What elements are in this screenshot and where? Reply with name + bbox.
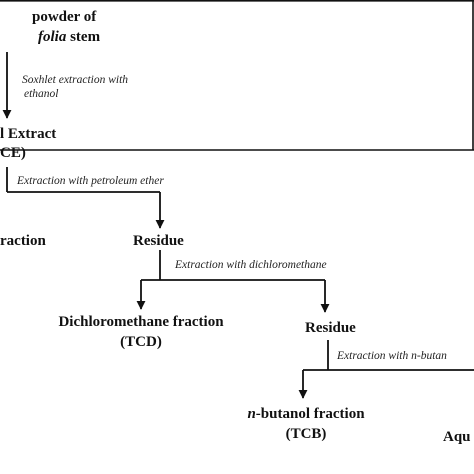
butanol-step-prefix: Extraction with (337, 350, 412, 362)
butanol-fraction-rest: -butanol fraction (255, 406, 365, 422)
soxhlet-line1: Soxhlet extraction with (22, 74, 129, 86)
butanol-step-n: n (411, 350, 417, 362)
dichloromethane-step-label: Extraction with dichloromethane (175, 259, 327, 271)
dcm-fraction-line2: (TCD) (120, 334, 162, 350)
powder-line2: folia stem (38, 27, 100, 47)
extract-line1: l Extract (0, 126, 57, 142)
butanol-step-label: Extraction with n-butan (337, 349, 447, 363)
butanol-step-suffix: -butan (416, 350, 447, 362)
dcm-fraction-node: Dichloromethane fraction (TCD) (32, 312, 250, 352)
butanol-fraction-line2: (TCB) (285, 426, 327, 442)
dcm-fraction-line1: Dichloromethane fraction (58, 314, 224, 330)
aqueous-fraction-node: Aqu (443, 429, 471, 445)
butanol-fraction-line1: n-butanol fraction (232, 404, 380, 424)
butanol-fraction-n: n (247, 406, 256, 422)
powder-part: stem (66, 29, 101, 45)
extract-line2: CE) (0, 145, 26, 161)
extract-code: CE) (0, 143, 26, 163)
residue-2-node: Residue (305, 320, 356, 336)
petroleum-step-label: Extraction with petroleum ether (17, 175, 164, 187)
powder-node: powder of folia stem (32, 7, 100, 47)
residue-1-node: Residue (133, 233, 184, 249)
butanol-fraction-node: n-butanol fraction (TCB) (232, 404, 380, 444)
extract-node: l Extract (0, 124, 56, 144)
petroleum-fraction-node: raction (0, 233, 46, 249)
soxhlet-line2: ethanol (24, 88, 59, 100)
soxhlet-step-label: Soxhlet extraction with ethanol (22, 73, 128, 101)
powder-line1: powder of (32, 9, 97, 25)
powder-species-name: folia (38, 29, 67, 45)
